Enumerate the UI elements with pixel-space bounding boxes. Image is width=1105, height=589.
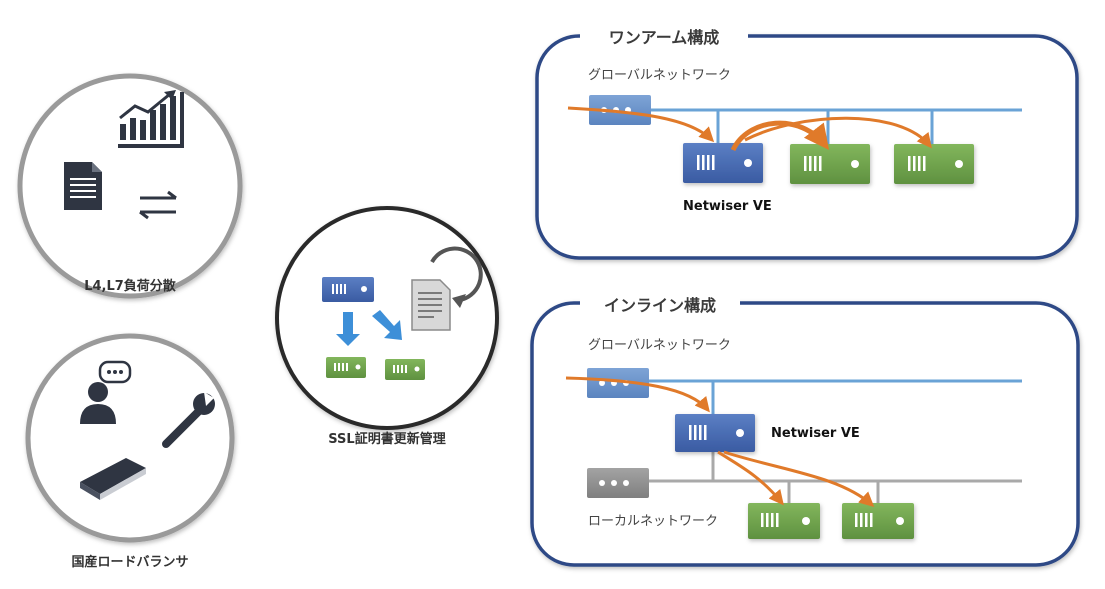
netwiser-device-icon	[683, 143, 763, 183]
server-icon	[894, 144, 974, 184]
local-network-line	[600, 452, 1022, 503]
server-icon	[842, 503, 914, 539]
global-network-line	[600, 379, 1022, 414]
book-icon	[80, 458, 146, 500]
one-arm-panel: ワンアーム構成 グローバルネットワーク	[535, 22, 1079, 260]
server-icon	[326, 357, 366, 378]
server-icon	[748, 503, 820, 539]
domestic-lb-feature	[25, 333, 235, 543]
server-icon	[790, 144, 870, 184]
down-arrow-icon	[336, 312, 360, 346]
diagonal-arrow-icon	[372, 310, 402, 340]
inline-title: インライン構成	[604, 296, 716, 315]
inline-local-label: ローカルネットワーク	[588, 514, 718, 529]
ssl-label: SSL証明書更新管理	[328, 431, 445, 447]
refresh-icon	[430, 246, 483, 308]
document-icon	[64, 162, 102, 210]
wrench-icon	[162, 392, 215, 448]
traffic-flow-arrows	[565, 376, 875, 508]
inline-panel: インライン構成 グローバルネットワーク Netwiser VE	[530, 290, 1080, 567]
inline-global-label: グローバルネットワーク	[588, 338, 731, 353]
load-balancing-circle	[17, 73, 243, 299]
ssl-feature	[275, 206, 499, 430]
netwiser-device-icon	[675, 414, 755, 452]
server-icon	[385, 359, 425, 380]
domestic-lb-label: 国産ロードバランサ	[71, 554, 188, 570]
global-network-line	[602, 108, 1022, 144]
exchange-arrows-icon	[139, 190, 177, 220]
domestic-lb-circle	[25, 333, 235, 543]
server-icon	[322, 277, 374, 302]
one-arm-device-label: Netwiser VE	[683, 199, 772, 214]
inline-device-label: Netwiser VE	[771, 426, 860, 441]
bar-chart-icon	[118, 90, 184, 148]
support-person-icon	[80, 360, 132, 424]
one-arm-title: ワンアーム構成	[609, 28, 720, 47]
load-balancing-label: L4,L7負荷分散	[84, 278, 177, 294]
inline-frame	[530, 301, 1080, 567]
one-arm-network-label: グローバルネットワーク	[588, 68, 731, 83]
traffic-flow-arrows	[567, 106, 932, 152]
load-balancing-feature	[17, 73, 243, 299]
router-icon	[587, 368, 649, 398]
router-icon	[587, 468, 649, 498]
certificate-icon	[411, 279, 451, 331]
